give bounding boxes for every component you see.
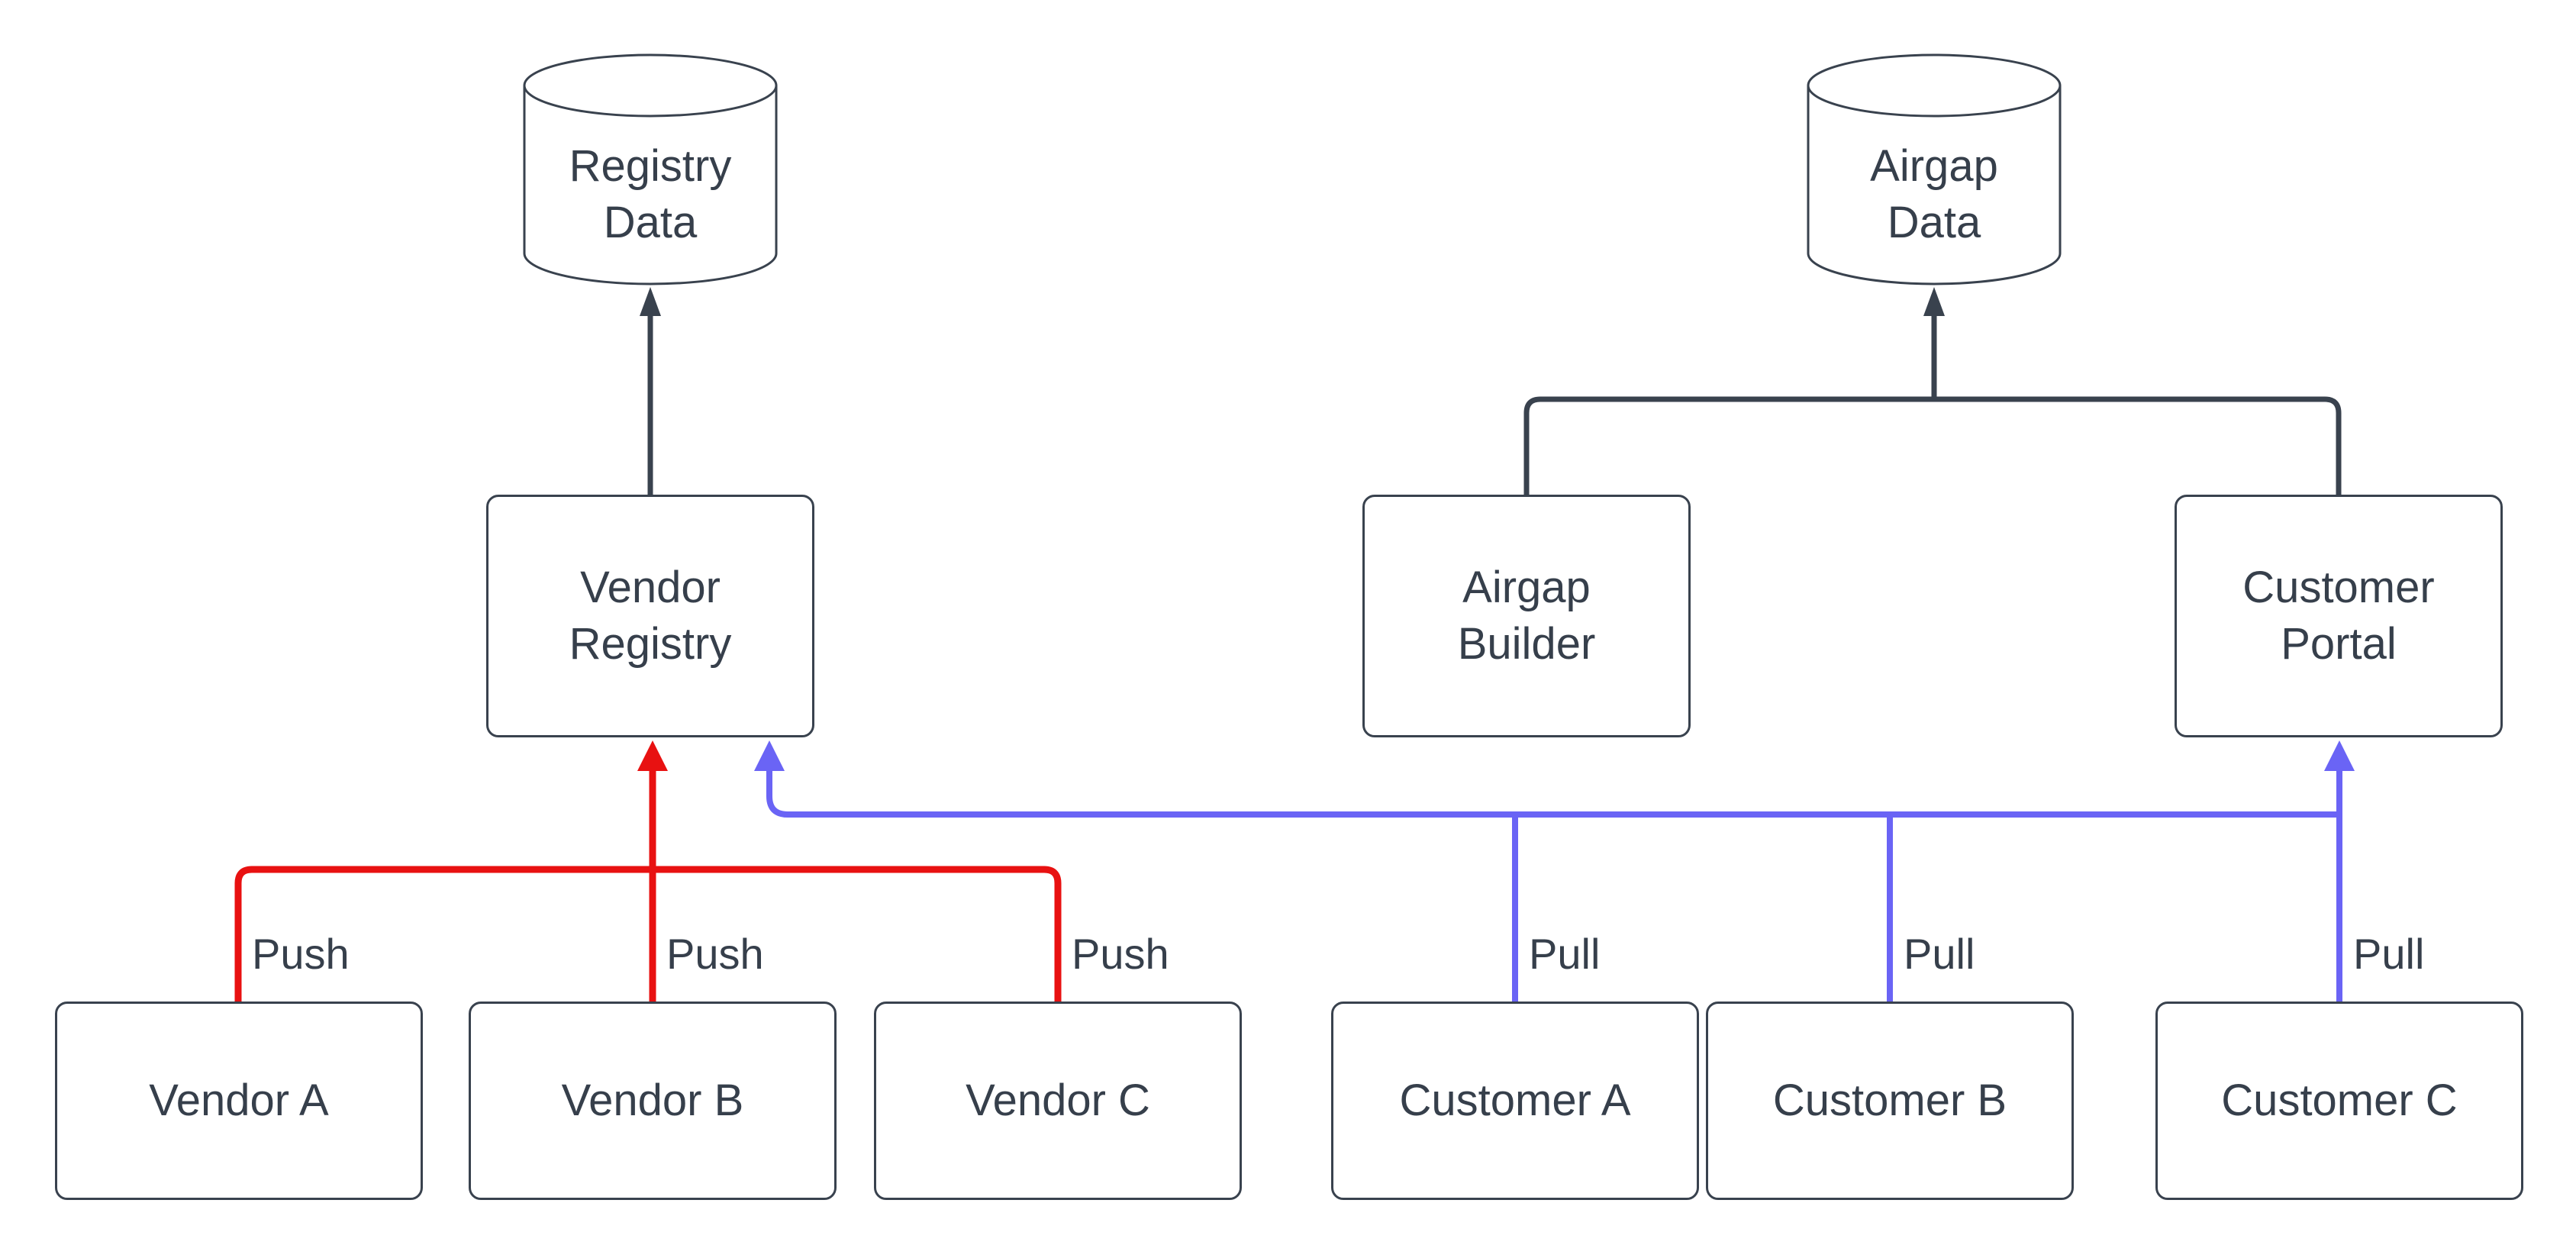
cylinder-body: [523, 85, 778, 285]
node-airgap-builder: Airgap Builder: [1362, 495, 1691, 737]
arrowhead-pull-vendor-registry: [754, 740, 785, 771]
edge-label-push-vendor-b: Push: [666, 930, 764, 978]
node-airgap-data: Airgap Data: [1870, 140, 1998, 247]
node-vendor-b: Vendor B: [469, 1002, 837, 1200]
node-registry-data: Registry Data: [569, 140, 732, 247]
edge-pull-bus: [766, 771, 2339, 818]
edge-label-pull-customer-c: Pull: [2353, 930, 2425, 978]
cylinder-top: [1807, 53, 2062, 118]
edge-label-pull-customer-a: Pull: [1529, 930, 1601, 978]
node-customer-c: Customer C: [2155, 1002, 2523, 1200]
edge-label-push-vendor-a: Push: [252, 930, 350, 978]
registry-data-cylinder: [523, 53, 778, 285]
cylinder-top: [523, 53, 778, 118]
edge-label-pull-customer-b: Pull: [1904, 930, 1975, 978]
edge-airgap-bracket: [1523, 396, 2342, 495]
node-customer-a: Customer A: [1331, 1002, 1699, 1200]
cylinder-body: [1807, 85, 2062, 285]
node-vendor-registry: Vendor Registry: [486, 495, 814, 737]
arrowhead-pull-customer-portal: [2324, 740, 2355, 771]
airgap-data-cylinder: [1807, 53, 2062, 285]
arrowhead-push-vendor-registry: [637, 740, 668, 771]
node-vendor-c: Vendor C: [874, 1002, 1242, 1200]
arrowhead-airgap-data: [1923, 287, 1945, 316]
node-customer-b: Customer B: [1706, 1002, 2074, 1200]
edge-label-push-vendor-c: Push: [1072, 930, 1169, 978]
arrowhead-registry-data: [640, 287, 661, 316]
node-vendor-a: Vendor A: [55, 1002, 423, 1200]
edge-push-bus: [234, 866, 1062, 1002]
node-customer-portal: Customer Portal: [2175, 495, 2503, 737]
